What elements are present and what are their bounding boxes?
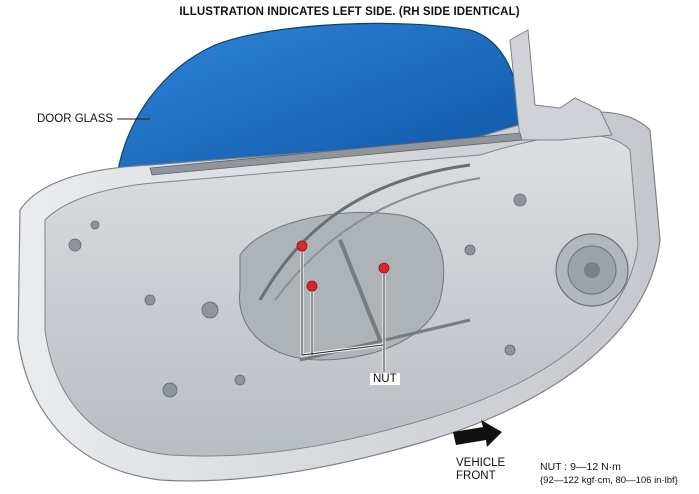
leader-lines-core bbox=[301, 252, 385, 372]
panel-holes bbox=[68, 193, 527, 398]
regulator-cable-2 bbox=[274, 177, 481, 301]
belt-line-molding bbox=[149, 132, 523, 176]
service-access-hole bbox=[239, 211, 445, 361]
arrow-right-icon bbox=[453, 420, 502, 447]
nut-icon bbox=[378, 262, 390, 274]
nut-markers bbox=[296, 240, 390, 292]
speaker-center bbox=[584, 262, 600, 278]
nut-icon bbox=[306, 280, 318, 292]
regulator-cable bbox=[258, 163, 471, 301]
nut-icon bbox=[296, 240, 308, 252]
torque-spec-line1: NUT : 9—12 N·m bbox=[540, 461, 621, 473]
door-glass-label: DOOR GLASS bbox=[37, 113, 114, 125]
nut-label: NUT bbox=[370, 373, 400, 385]
vehicle-front-label: VEHICLE FRONT bbox=[456, 457, 505, 483]
vehicle-front-line2: FRONT bbox=[456, 470, 496, 482]
diagram-title: ILLUSTRATION INDICATES LEFT SIDE. (RH SI… bbox=[179, 6, 520, 18]
regulator-rail bbox=[338, 239, 382, 341]
vehicle-front-line1: VEHICLE bbox=[456, 457, 506, 469]
torque-spec-line2: {92—122 kgf·cm, 80—106 in·lbf} bbox=[540, 475, 678, 486]
window-frame-post bbox=[509, 29, 613, 141]
torque-spec: NUT : 9—12 N·m {92—122 kgf·cm, 80—106 in… bbox=[540, 461, 678, 487]
